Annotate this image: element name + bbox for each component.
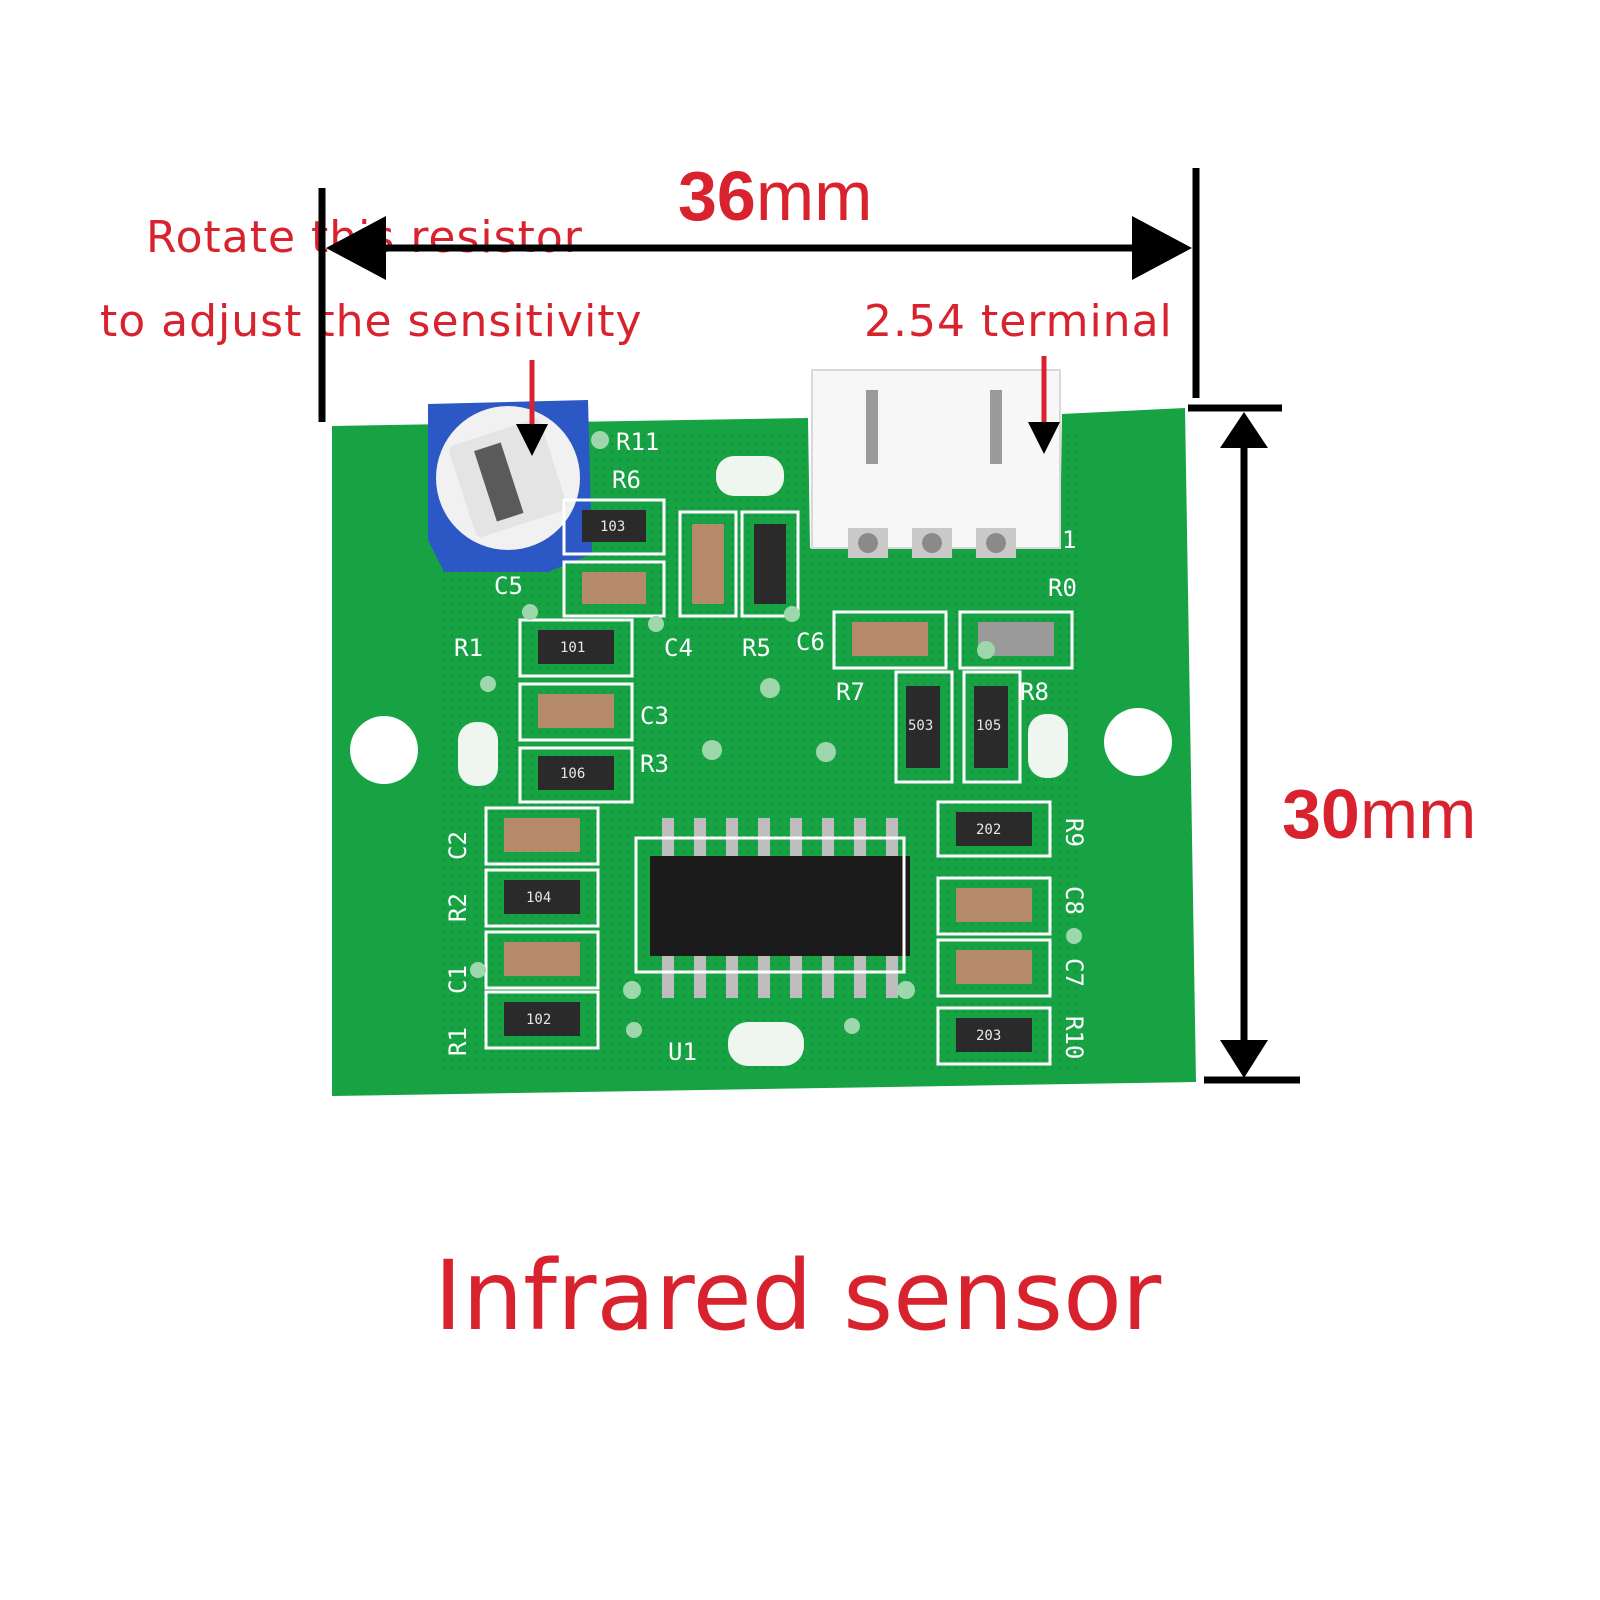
label-c4: C4 [664,634,693,662]
label-r11: R11 [616,428,659,456]
mounting-hole-left [350,716,418,784]
potentiometer [428,400,592,572]
code-202: 202 [976,822,1001,838]
label-r8: R8 [1020,678,1049,706]
height-arrow-top [1220,412,1268,448]
pointer-arrow-potentiometer [516,360,548,456]
height-dimension-label: 30mm [1282,774,1477,854]
ic-u1 [650,818,910,998]
width-arrow-left [326,216,386,280]
terminal-note: 2.54 terminal [864,296,1173,347]
label-r0: R0 [1048,574,1077,602]
label-r6: R6 [612,466,641,494]
width-dimension-line [318,168,1200,422]
slot [716,456,784,496]
pointer-arrow-terminal [1028,356,1060,454]
label-r9: R9 [1060,818,1088,847]
label-u1: U1 [668,1038,697,1066]
slot [1028,714,1068,778]
width-unit: mm [755,157,873,235]
height-arrow-bottom [1220,1040,1268,1078]
terminal-connector [811,369,1061,558]
code-105: 105 [976,718,1001,734]
label-r3: R3 [640,750,669,778]
width-dimension-label: 36mm [678,156,873,236]
label-c5: C5 [494,572,523,600]
label-c7: C7 [1060,958,1088,987]
height-dimension-line [1188,404,1300,1084]
slot [458,722,498,786]
height-value: 30 [1282,775,1360,853]
resistor-note-line2: to adjust the sensitivity [100,296,643,347]
label-c2: C2 [444,831,472,860]
height-unit: mm [1359,775,1477,853]
label-r2: R2 [444,893,472,922]
code-102: 102 [526,1012,551,1028]
label-r1-top: R1 [454,634,483,662]
code-503: 503 [908,718,933,734]
label-c8: C8 [1060,886,1088,915]
code-106: 106 [560,766,585,782]
code-101: 101 [560,640,585,656]
code-203: 203 [976,1028,1001,1044]
code-104: 104 [526,890,551,906]
label-r1-bottom: R1 [444,1027,472,1056]
product-caption: Infrared sensor [434,1240,1162,1352]
slot [728,1022,804,1066]
label-r5: R5 [742,634,771,662]
label-pin1: 1 [1062,526,1076,554]
label-r7: R7 [836,678,865,706]
label-c6: C6 [796,628,825,656]
vias [470,431,1082,1038]
label-c1: C1 [444,965,472,994]
width-value: 36 [678,157,756,235]
width-arrow-right [1132,216,1192,280]
label-c3: C3 [640,702,669,730]
silkscreen-outlines [484,498,1074,1066]
label-r10: R10 [1060,1016,1088,1059]
mounting-hole-right [1104,708,1172,776]
code-103: 103 [600,519,625,535]
